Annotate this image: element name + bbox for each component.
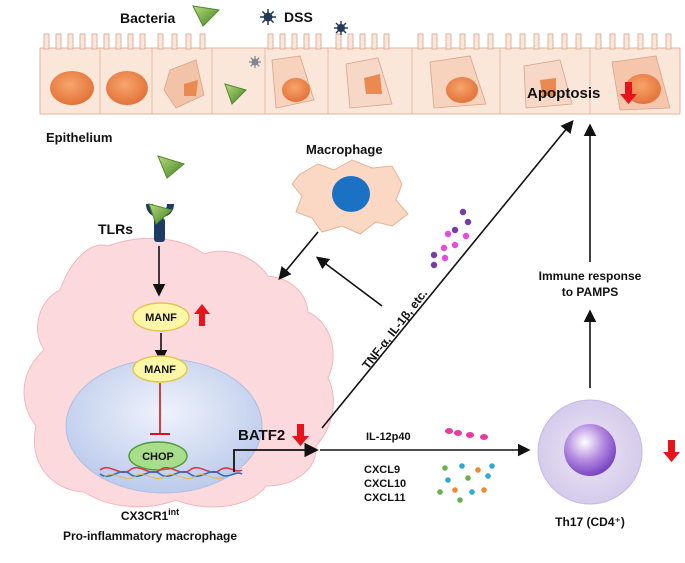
th17-nucleus (564, 424, 616, 476)
epithelial-nucleus (446, 77, 478, 103)
bacteria-icon (224, 83, 247, 105)
th17-label: Th17 (CD4⁺) (555, 515, 625, 529)
epithelial-nucleus (282, 78, 310, 102)
manf-cytoplasm-label: MANF (145, 312, 177, 324)
immune-response-sublabel: to PAMPS (562, 285, 618, 299)
batf2-label: BATF2 (238, 427, 285, 444)
il12p40-label: IL-12p40 (366, 431, 411, 443)
batf2-transcription-arrow (233, 442, 319, 472)
bacteria-label: Bacteria (120, 10, 175, 26)
manf-cytoplasm-node (132, 302, 190, 332)
chemokine-label-2: CXCL10 (364, 478, 406, 490)
dss-label: DSS (284, 9, 313, 25)
dss-particle-icon (249, 56, 261, 68)
manf-nucleus-label: MANF (144, 364, 176, 376)
dss-icon (260, 9, 276, 25)
immune-response-label: Immune response (539, 269, 642, 283)
epithelial-nucleus (50, 71, 94, 105)
apoptosis-down-arrow-icon (620, 82, 637, 104)
apoptotic-nucleus (364, 74, 382, 94)
cytokines-label: TNF-α, IL-1β, etc. (359, 286, 430, 371)
chemokine-particles (437, 463, 495, 503)
manf-nucleus-node (132, 355, 188, 383)
cytokine-to-macrophage-arrow (315, 256, 383, 307)
macrophage-nucleus (332, 176, 370, 212)
chop-node (128, 441, 188, 471)
chop-label: CHOP (142, 451, 174, 463)
cytokine-particles (430, 208, 472, 269)
epithelium-layer (39, 33, 681, 115)
bacteria-icon (157, 155, 186, 179)
dss-particle-icon (334, 21, 348, 35)
macrophage-to-cell-arrow (278, 231, 319, 280)
macrophage-label: Macrophage (306, 142, 383, 157)
batf2-to-apoptosis-arrow (321, 120, 574, 429)
il12p40-particles (445, 428, 488, 440)
apoptotic-nucleus (184, 80, 198, 96)
th17-down-arrow-icon (663, 440, 680, 462)
chemokine-label-3: CXCL11 (364, 492, 406, 504)
bacteria-bound-icon (148, 203, 174, 225)
apoptotic-nucleus (540, 78, 556, 96)
dna-helix-icon (99, 466, 243, 479)
bacteria-icon (192, 5, 221, 27)
epithelial-nucleus (106, 71, 148, 105)
batf2-down-arrow-icon (292, 424, 309, 446)
cell-borders (99, 48, 591, 114)
microvilli (43, 33, 672, 50)
apoptosis-label: Apoptosis (527, 85, 600, 102)
tlrs-label: TLRs (98, 221, 133, 237)
epithelium-label: Epithelium (46, 130, 112, 145)
chemokine-label-1: CXCL9 (364, 464, 400, 476)
manf-up-arrow-icon (194, 304, 210, 326)
cell-type-subtitle: Pro-inflammatory macrophage (63, 529, 237, 543)
cell-type-label: CX3CR1int (121, 507, 179, 523)
